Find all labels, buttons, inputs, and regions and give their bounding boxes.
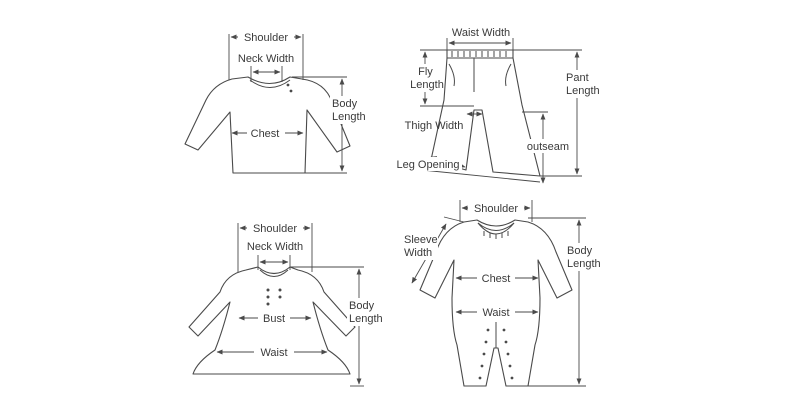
- pants-outline: [430, 57, 541, 177]
- romper-chest-label: Chest: [482, 273, 511, 285]
- shirt-neckline: [249, 79, 291, 88]
- romper-outline: [419, 219, 573, 387]
- shirt-body-length-label: Body Length: [332, 98, 366, 123]
- dress-body-length-label: Body Length: [349, 300, 383, 325]
- pants-fly-length-label: Fly Length: [410, 66, 444, 91]
- dress-shoulder-label: Shoulder: [253, 223, 297, 235]
- dress-diagram: Shoulder Neck Width Bust Waist Body Leng…: [188, 221, 387, 387]
- shirt-button: [286, 83, 290, 87]
- romper-shoulder-label: Shoulder: [474, 203, 518, 215]
- pants-waistband: [446, 49, 514, 59]
- pants-waist-width-label: Waist Width: [452, 27, 510, 39]
- pants-thigh-width-label: Thigh Width: [405, 120, 464, 132]
- shirt-shoulder-label: Shoulder: [244, 32, 288, 44]
- dress-bust-label: Bust: [263, 313, 285, 325]
- pants-leg-opening-label: Leg Opening: [397, 159, 460, 171]
- romper-sleeve-width-label: Sleeve Width: [404, 234, 441, 259]
- shirt-neck-width-label: Neck Width: [238, 53, 294, 65]
- romper-waist-label: Waist: [482, 307, 509, 319]
- shirt-diagram: Shoulder Neck Width Chest Body Length: [184, 30, 368, 174]
- pants-diagram: Waist Width Fly Length Pant Length Thigh…: [394, 27, 602, 184]
- dress-neck-width-label: Neck Width: [247, 241, 303, 253]
- dress-waist-label: Waist: [260, 347, 287, 359]
- shirt-outline: [184, 76, 351, 174]
- shirt-chest-label: Chest: [251, 128, 280, 140]
- pants-outseam-label: outseam: [527, 141, 569, 153]
- pants-pant-length-label: Pant Length: [566, 72, 600, 97]
- romper-diagram: Shoulder Sleeve Width Chest Waist Body L…: [402, 200, 606, 387]
- romper-body-length-label: Body Length: [567, 245, 601, 270]
- shirt-button: [289, 89, 293, 93]
